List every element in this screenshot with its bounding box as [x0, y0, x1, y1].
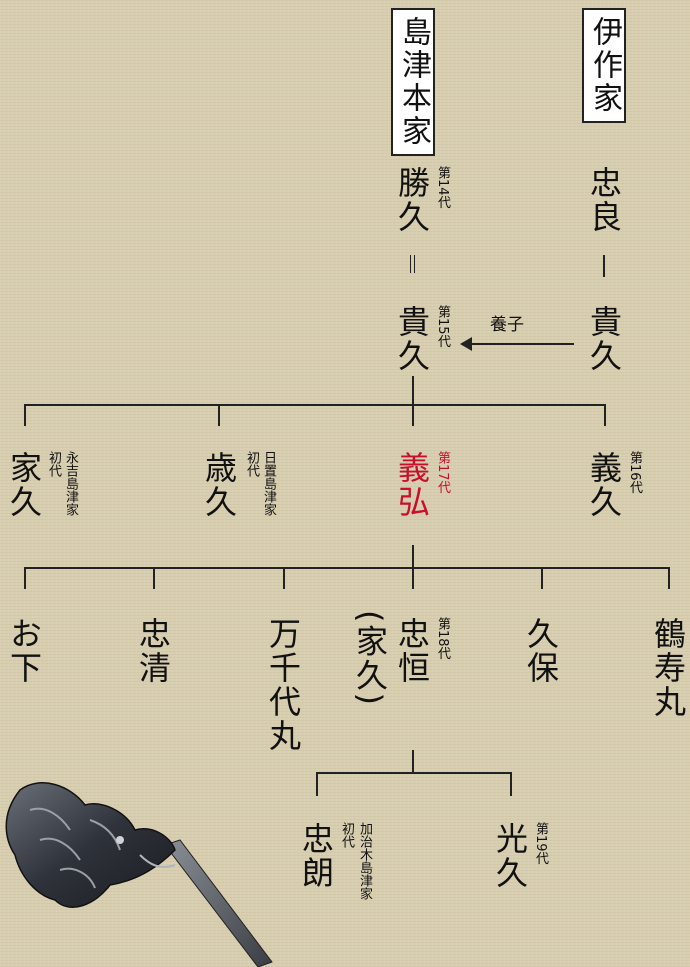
- adoption-arrow-head: [460, 337, 472, 351]
- drop-mitsuhisa: [510, 772, 512, 796]
- drop-manchiyomaru: [283, 567, 285, 589]
- drop-oshita: [24, 567, 26, 589]
- mitsuhisa-generation-note: 第19代: [533, 822, 548, 865]
- iehisa-house-note: 永吉島津家: [63, 451, 78, 516]
- adoption-label: 養子: [490, 315, 524, 335]
- toshihisa-house-note: 日置島津家: [261, 451, 276, 516]
- drop-yoshihisa: [604, 404, 606, 426]
- drop-tadaaki: [316, 772, 318, 796]
- house-isaku-label: 伊作家: [582, 8, 626, 123]
- person-yoshihisa: 義久: [585, 451, 623, 519]
- person-tadayoshi: 忠良: [585, 166, 623, 234]
- drop-toshihisa: [218, 404, 220, 426]
- katsuhisa-generation-note: 第14代: [435, 166, 450, 209]
- person-iehisa-alias: (家久): [351, 610, 389, 707]
- person-tadatsune: 忠恒: [393, 617, 431, 685]
- takahisa-children-bar: [24, 404, 606, 406]
- person-manchiyomaru: 万千代丸: [264, 617, 302, 753]
- tadatsune-children-stem: [412, 750, 414, 774]
- drop-tadakiyo: [153, 567, 155, 589]
- takahisa-children-stem: [412, 376, 414, 406]
- person-katsuhisa: 勝久: [393, 166, 431, 234]
- person-takahisa-isaku: 貴久: [585, 305, 623, 373]
- isaku-descent-line: [603, 255, 605, 277]
- adoption-arrow-line: [470, 343, 574, 345]
- drop-tsurujumaru: [668, 567, 670, 589]
- person-toshihisa: 歳久: [200, 451, 238, 519]
- tadaaki-founder-note: 初代: [339, 822, 354, 848]
- person-mitsuhisa: 光久: [491, 822, 529, 890]
- yoshihiro-children-stem: [412, 545, 414, 569]
- person-iehisa: 家久: [5, 451, 43, 519]
- person-yoshihiro: 義弘: [393, 451, 431, 519]
- person-tadaaki: 忠朗: [297, 822, 335, 890]
- person-hisayasu: 久保: [522, 617, 560, 685]
- house-shimazu-main-label: 島津本家: [391, 8, 435, 156]
- drop-yoshihiro: [412, 404, 414, 426]
- dragon-ornament-image: [5, 782, 273, 967]
- yoshihiro-generation-note: 第17代: [435, 451, 450, 494]
- tadatsune-generation-note: 第18代: [435, 617, 450, 660]
- tadaaki-house-note: 加治木島津家: [357, 822, 372, 900]
- person-tadakiyo: 忠清: [134, 617, 172, 685]
- yoshihisa-generation-note: 第16代: [627, 451, 642, 494]
- iehisa-founder-note: 初代: [46, 451, 61, 477]
- person-tsurujumaru: 鶴寿丸: [649, 617, 687, 719]
- drop-tadatsune: [412, 567, 414, 589]
- drop-iehisa: [24, 404, 26, 426]
- person-takahisa: 貴久: [393, 305, 431, 373]
- toshihisa-founder-note: 初代: [244, 451, 259, 477]
- takahisa-generation-note: 第15代: [435, 305, 450, 348]
- marriage-line-right: [414, 255, 415, 273]
- tadatsune-children-bar: [316, 772, 512, 774]
- marriage-line-left: [410, 255, 411, 273]
- person-oshita: お下: [5, 617, 43, 685]
- yoshihiro-children-bar: [24, 567, 670, 569]
- drop-hisayasu: [541, 567, 543, 589]
